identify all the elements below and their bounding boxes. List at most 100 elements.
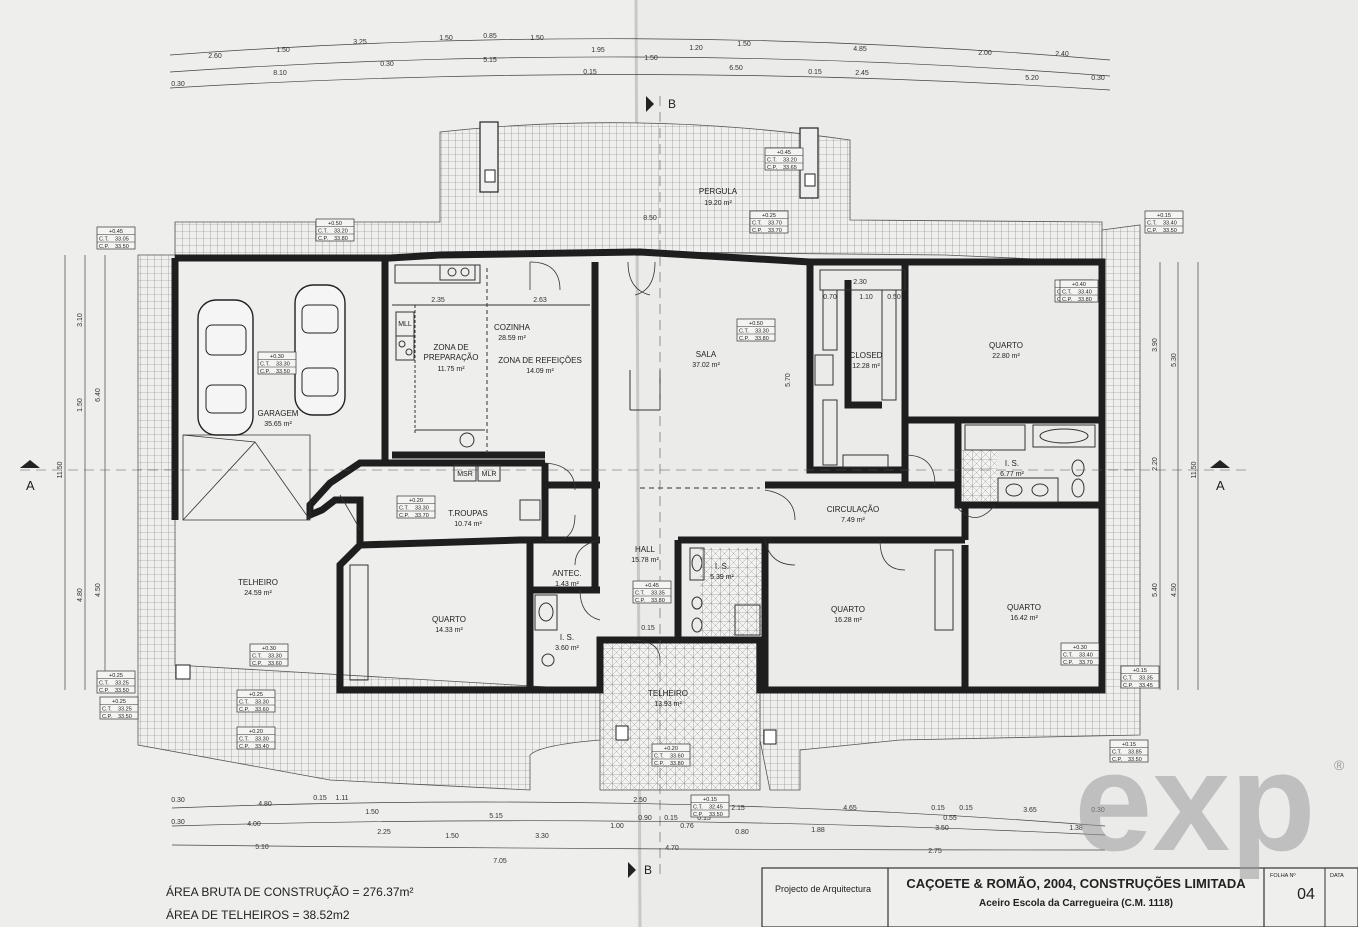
dim-bot-2: 0.30 xyxy=(171,819,185,826)
level-tag-ct-label: C.T. xyxy=(752,221,762,227)
level-tag-ct: 33.25 xyxy=(115,681,129,687)
level-tag-cp: 33.80 xyxy=(670,761,684,767)
level-tag-ct-label: C.T. xyxy=(635,591,645,597)
dim-bot-1: 2.15 xyxy=(731,805,745,812)
level-tag: +0.50C.T.33.30C.P.33.80 xyxy=(736,318,776,342)
level-tag-cp: 33.65 xyxy=(783,165,797,171)
level-tag-box xyxy=(1109,739,1149,763)
room-closed-name: CLOSED xyxy=(850,351,883,360)
level-tag-cp-label: C.P. xyxy=(1147,228,1157,234)
dim-left-3: 11.50 xyxy=(57,461,64,478)
dim-top-1: 4.85 xyxy=(853,46,867,53)
dim-bot-1: 0.15 xyxy=(931,805,945,812)
level-tag-ct-label: C.T. xyxy=(399,506,409,512)
level-tag-ct-label: C.T. xyxy=(318,229,328,235)
level-tag-cp: 33.40 xyxy=(255,744,269,750)
top-dimensions: 2.60 1.50 3.25 1.50 0.85 1.50 1.95 1.50 … xyxy=(169,33,1111,91)
south-porch-paving xyxy=(599,639,761,791)
level-tag: +0.45C.T.33.05C.P.33.50 xyxy=(96,226,136,250)
room-quarto-ne-area: 22.80 m² xyxy=(992,353,1020,360)
level-tag-top: +0.15 xyxy=(1157,213,1171,219)
level-tag-cp-label: C.P. xyxy=(752,228,762,234)
level-tag-cp-label: C.P. xyxy=(399,513,409,519)
bath-tiles xyxy=(962,450,997,505)
room-cozinha-area: 28.59 m² xyxy=(498,335,526,342)
dim-bot-3: 7.05 xyxy=(493,858,507,865)
section-a-left: A xyxy=(26,478,35,493)
level-tag: +0.15C.T.33.35C.P.33.45 xyxy=(1120,665,1160,689)
room-quarto-s2-name: QUARTO xyxy=(1007,603,1041,612)
dim-left-2: 4.50 xyxy=(95,583,102,597)
level-tag: +0.40C.T.33.40C.P.33.80 xyxy=(1059,279,1099,303)
level-tag-cp: 33.50 xyxy=(118,714,132,720)
room-cozinha-name: COZINHA xyxy=(494,323,531,332)
level-tag: +0.25C.T.33.25C.P.33.50 xyxy=(99,696,139,720)
level-tag-box xyxy=(396,495,436,519)
room-quarto-ne-name: QUARTO xyxy=(989,341,1023,350)
dim-right-1: 2.20 xyxy=(1152,457,1159,471)
level-tag-cp-label: C.P. xyxy=(767,165,777,171)
walls xyxy=(171,248,1106,694)
level-tag-cp-label: C.P. xyxy=(239,707,249,713)
level-tag-ct: 33.30 xyxy=(415,506,429,512)
level-tag-cp: 33.70 xyxy=(1079,660,1093,666)
dim-inner: 2.35 xyxy=(431,297,445,304)
room-labels: PERGULA 19.20 m² GARAGEM 35.65 m² COZINH… xyxy=(238,187,1041,708)
fixtures xyxy=(182,261,1096,681)
level-tag-ct-label: C.T. xyxy=(102,707,112,713)
level-tag-cp: 33.50 xyxy=(1163,228,1177,234)
level-tag-cp-label: C.P. xyxy=(239,744,249,750)
bottom-dimensions: 0.30 4.80 0.15 1.11 1.50 5.15 2.50 2.15 … xyxy=(171,795,1106,865)
level-tag: +0.15C.T.32.45C.P.33.50 xyxy=(690,794,730,818)
level-tag-top: +0.25 xyxy=(112,699,126,705)
room-troupas-name: T.ROUPAS xyxy=(448,509,487,518)
dim-top-1: 2.60 xyxy=(208,53,222,60)
level-tag-cp: 33.80 xyxy=(1078,297,1092,303)
room-zona-prep-name2: PREPARAÇÃO xyxy=(424,353,479,362)
dim-bot-3: 5.10 xyxy=(255,844,269,851)
dim-top-1: 2.40 xyxy=(1055,51,1069,58)
level-tag-ct: 33.25 xyxy=(118,707,132,713)
level-tag-top: +0.30 xyxy=(1073,645,1087,651)
level-tag-ct-label: C.T. xyxy=(1062,290,1072,296)
toilet-tiles xyxy=(700,548,762,636)
level-tag-box xyxy=(99,696,139,720)
level-tag-ct: 33.85 xyxy=(1128,750,1142,756)
dim-top-2: 5.20 xyxy=(1025,75,1039,82)
dim-bot-2: 0.55 xyxy=(943,815,957,822)
label-msr: MSR xyxy=(457,471,473,478)
level-tag-ct: 33.30 xyxy=(755,329,769,335)
level-tag-box xyxy=(764,147,804,171)
level-tag-cp-label: C.P. xyxy=(1063,660,1073,666)
level-tag-ct-label: C.T. xyxy=(99,237,109,243)
level-tag-ct-label: C.T. xyxy=(767,158,777,164)
level-tag-ct-label: C.T. xyxy=(693,805,703,811)
dim-right-1: 5.40 xyxy=(1152,583,1159,597)
level-tag-cp: 33.80 xyxy=(334,236,348,242)
level-tag-top: +0.45 xyxy=(777,150,791,156)
registered-mark: ® xyxy=(1334,757,1345,773)
level-tag-cp-label: C.P. xyxy=(318,236,328,242)
level-tag-ct-label: C.T. xyxy=(99,681,109,687)
dim-top-3: 0.30 xyxy=(171,81,185,88)
dim-top-1: 3.25 xyxy=(353,39,367,46)
room-sala-name: SALA xyxy=(696,350,717,359)
dim-top-2: 2.45 xyxy=(855,70,869,77)
level-tag: +0.20C.T.33.30C.P.33.40 xyxy=(236,726,276,750)
level-tag-cp: 33.50 xyxy=(709,812,723,818)
room-garagem-area: 35.65 m² xyxy=(264,421,292,428)
room-garagem-name: GARAGEM xyxy=(258,409,299,418)
level-tag-cp: 33.60 xyxy=(255,707,269,713)
dim-right-2: 4.50 xyxy=(1171,583,1178,597)
side-dimensions: 3.10 1.50 4.80 6.40 4.50 11.50 3.90 2.20… xyxy=(57,255,1199,690)
level-tag-box xyxy=(1144,210,1184,234)
level-tag-cp: 33.70 xyxy=(768,228,782,234)
room-is-c-name: I. S. xyxy=(715,562,729,571)
exp-logo-watermark: exp xyxy=(1074,723,1315,880)
level-tags: +0.30C.T.33.30C.P.33.50+0.40C.T.33.20C.P… xyxy=(96,147,1184,818)
level-tag-top: +0.15 xyxy=(1133,668,1147,674)
level-tag: +0.15C.T.33.40C.P.33.50 xyxy=(1144,210,1184,234)
dim-bot-1: 2.50 xyxy=(633,797,647,804)
level-tag: +0.25C.T.33.30C.P.33.60 xyxy=(236,689,276,713)
